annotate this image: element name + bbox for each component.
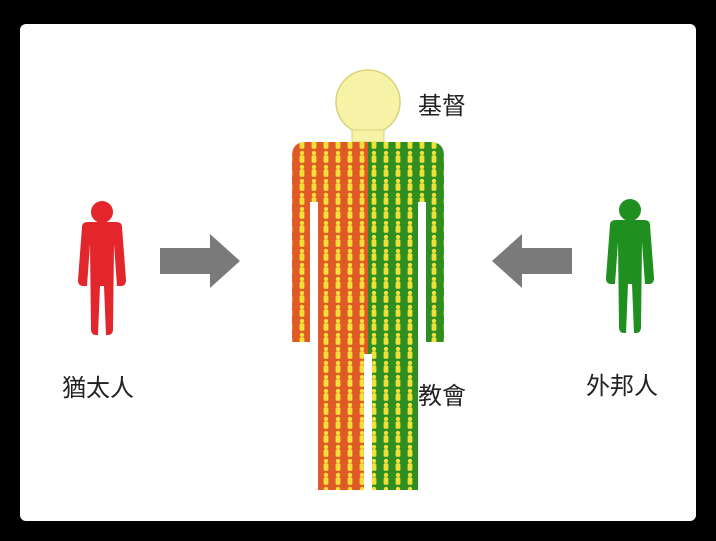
jew-figure-icon [78, 201, 126, 335]
label-church: 教會 [418, 382, 466, 410]
diagram-canvas [78, 69, 654, 490]
gentile-figure-icon [606, 199, 654, 333]
label-gentiles: 外邦人 [586, 372, 658, 400]
christ-head-icon [335, 69, 401, 143]
diagram-panel: 基督 猶太人 教會 外邦人 [20, 24, 696, 521]
arrow-right-icon [160, 234, 240, 288]
arrow-left-icon [492, 234, 572, 288]
label-jews: 猶太人 [62, 374, 134, 402]
label-christ: 基督 [418, 92, 466, 120]
church-body-figure-icon [292, 142, 444, 490]
